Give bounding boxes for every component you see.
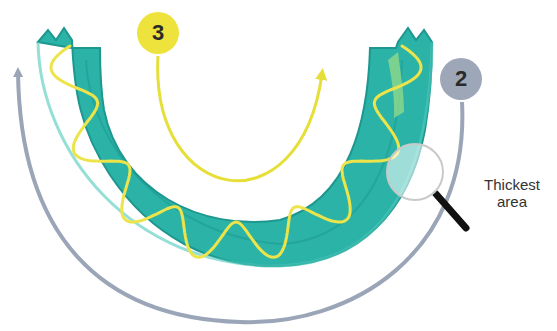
- wavy-bite-line: [51, 46, 421, 257]
- callout-circle-3: 3: [136, 11, 180, 55]
- magnifier-glass: [387, 144, 443, 200]
- callout-label: Thickest area: [474, 176, 550, 211]
- mouthguard-rim: [38, 42, 432, 266]
- mouthguard-groove: [86, 60, 402, 244]
- inner-arrow: [158, 56, 322, 181]
- mouthguard-body: [38, 28, 432, 266]
- magnifier-handle: [436, 194, 466, 228]
- callout-number: 3: [152, 22, 164, 44]
- callout-number: 2: [455, 68, 467, 90]
- callout-circle-2: 2: [439, 57, 483, 101]
